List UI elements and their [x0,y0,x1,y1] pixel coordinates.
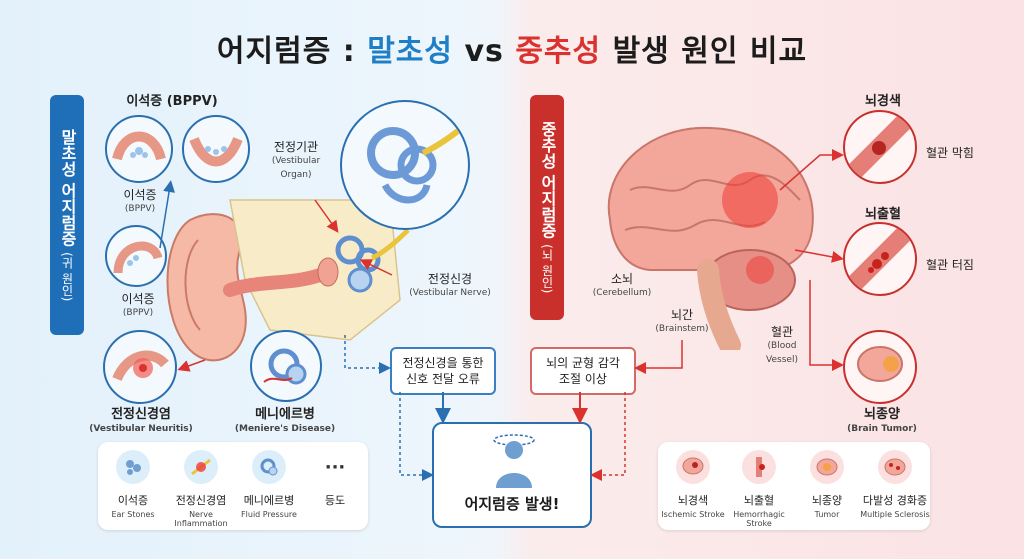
vertigo-result-text: 어지럼증 발생! [464,495,560,513]
vestibular-organ-title: 전정기관 [273,140,319,154]
peripheral-legend: 이석증 Ear Stones 전정신경염 Nerve Inflammation … [98,442,368,530]
bppv-mid-title: 이석증 [123,188,157,202]
peripheral-tab-sub: (귀 원인) [60,251,74,302]
page-title: 어지럼증 : 말초성 vs 중추성 발생 원인 비교 [0,26,1024,70]
legend-item-fluid-pressure: 메니에르병 Fluid Pressure [236,450,302,519]
cerebellum-title: 소뇌 [610,272,634,286]
title-vs: vs [453,34,516,69]
tumor-label: 뇌종양 (Brain Tumor) [842,408,922,436]
tumor-circle [843,330,917,404]
legend-title: 전정신경염 [175,494,227,507]
brainstem-label: 뇌간 (Brainstem) [642,308,722,336]
legend-title: 뇌종양 [811,494,843,507]
central-tab-label: 중추성 어지럼증 [538,121,557,239]
vessel-title: 혈관 [770,325,794,339]
legend-sub: Fluid Pressure [241,510,297,519]
hemorrhage-label: 뇌출혈 [865,207,901,222]
legend-item-ischemic-stroke: 뇌경색 Ischemic Stroke [660,450,726,519]
bppv-circle-mid [105,225,167,287]
brainstem-en: (Brainstem) [655,324,709,334]
legend-sub: Ear Stones [111,510,155,519]
legend-sub: Tumor [814,510,840,519]
title-suffix: 발생 원인 비교 [601,34,808,69]
bppv-circle-top-right [182,115,250,183]
vestibular-nerve-label: 전정신경 (Vestibular Nerve) [395,272,505,300]
hemorrhage-circle [843,222,917,296]
vestibular-organ-label: 전정기관 (Vestibular Organ) [262,140,330,182]
neuritis-title: 전정신경염 [111,407,171,422]
legend-sub: Ischemic Stroke [661,510,725,519]
legend-title: 이석증 [117,494,149,507]
bppv-top-label: 이석증 (BPPV) [126,94,218,109]
title-peripheral: 말초성 [367,34,454,69]
balance-control-line1: 뇌의 균형 감각 [546,356,620,370]
bppv-low-title: 이석증 [121,292,155,306]
vestibular-organ-en: (Vestibular Organ) [271,156,321,180]
tumor-icon [810,450,844,484]
legend-sub: Multiple Sclerosis [860,510,930,519]
bppv-mid-label: 이석증 (BPPV) [110,188,170,216]
vessel-label: 혈관 (Blood Vessel) [752,325,812,367]
hemorrhagic-stroke-icon [742,450,776,484]
bppv-circle-top-left [105,115,173,183]
legend-title: 뇌출혈 [743,494,775,507]
ear-stones-icon [116,450,150,484]
dizzy-person-icon [493,434,535,488]
cerebellum-label: 소뇌 (Cerebellum) [582,272,662,300]
hemorrhage-note: 혈관 터짐 [926,258,974,272]
tumor-en: (Brain Tumor) [847,424,917,434]
nerve-inflammation-icon [184,450,218,484]
cerebellum-en: (Cerebellum) [592,288,652,298]
meniere-circle [250,330,322,402]
balance-control-line2: 조절 이상 [559,372,607,386]
central-vertigo-tab: 중추성 어지럼증 (뇌 원인) [530,95,564,320]
fluid-pressure-icon [252,450,286,484]
multiple-sclerosis-icon [878,450,912,484]
central-legend: 뇌경색 Ischemic Stroke 뇌출혈 Hemorrhagic Stro… [658,442,930,530]
legend-item-hemorrhagic-stroke: 뇌출혈 Hemorrhagic Stroke [726,450,792,528]
bppv-mid-en: (BPPV) [124,204,156,214]
infarction-circle [843,110,917,184]
legend-item-more: ··· 등도 [302,450,368,508]
meniere-label: 메니에르병 (Meniere's Disease) [230,408,340,436]
more-icon: ··· [324,456,346,478]
legend-title: 뇌경색 [677,494,709,507]
legend-title: 등도 [324,494,346,507]
vessel-en: (Blood Vessel) [766,341,798,365]
legend-title: 다발성 경화증 [862,494,928,507]
meniere-title: 메니에르병 [255,407,315,422]
peripheral-tab-label: 말초성 어지럼증 [58,128,77,247]
legend-title: 메니에르병 [243,494,295,507]
ischemic-stroke-icon [676,450,710,484]
legend-item-tumor: 뇌종양 Tumor [794,450,860,519]
neuritis-label: 전정신경염 (Vestibular Neuritis) [86,408,196,436]
central-tab-sub: (뇌 원인) [540,244,554,294]
ear-illustration [166,199,410,362]
legend-item-nerve-inflammation: 전정신경염 Nerve Inflammation [168,450,234,528]
legend-sub: Nerve Inflammation [174,510,228,528]
infarction-note: 혈관 막힘 [926,146,974,160]
title-prefix: 어지럼증 : [216,34,368,69]
vestibular-nerve-en: (Vestibular Nerve) [409,288,491,298]
title-central: 중추성 [515,34,602,69]
infarction-label: 뇌경색 [865,94,901,109]
vestibular-nerve-title: 전정신경 [427,272,473,286]
meniere-en: (Meniere's Disease) [234,424,336,434]
balance-control-box: 뇌의 균형 감각 조절 이상 [530,347,636,395]
signal-error-line1: 전정신경을 통한 [402,356,484,370]
legend-item-ear-stones: 이석증 Ear Stones [100,450,166,519]
vestibular-organ-zoom-circle [340,100,470,230]
signal-error-line2: 신호 전달 오류 [406,372,480,386]
bppv-low-en: (BPPV) [122,308,154,318]
tumor-title: 뇌종양 [864,407,900,422]
neuritis-en: (Vestibular Neuritis) [89,424,193,434]
peripheral-vertigo-tab: 말초성 어지럼증 (귀 원인) [50,95,84,335]
neuritis-circle [103,330,177,404]
legend-item-multiple-sclerosis: 다발성 경화증 Multiple Sclerosis [860,450,930,519]
brainstem-title: 뇌간 [670,308,694,322]
legend-sub: Hemorrhagic Stroke [733,510,785,528]
bppv-low-label: 이석증 (BPPV) [108,292,168,320]
brain-illustration [607,126,814,350]
